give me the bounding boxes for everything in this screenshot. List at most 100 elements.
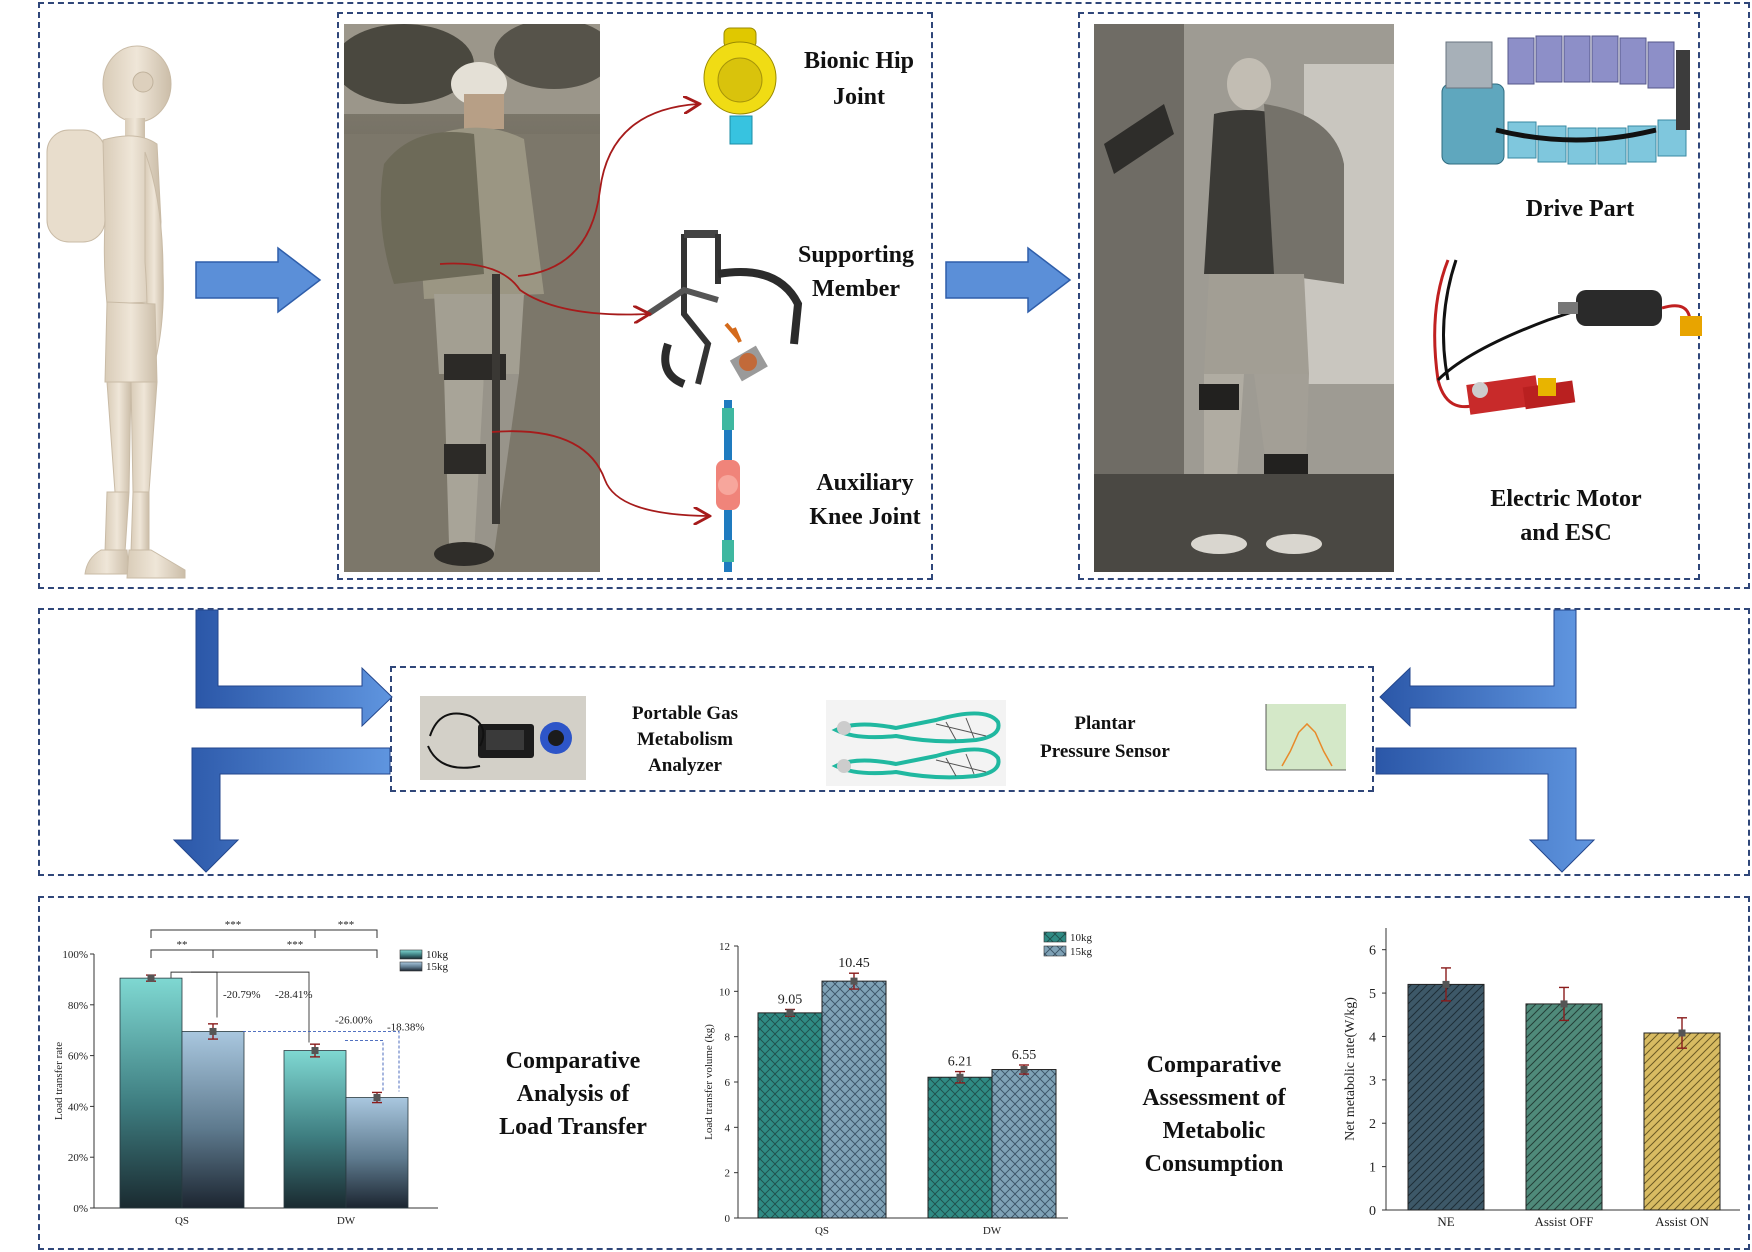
legend-swatch [399,961,423,972]
reduction-label: -20.79% [223,989,261,1001]
bionic-hip-label: Bionic Hip Joint [803,48,915,110]
y-tick-label: 5 [1369,987,1376,1002]
y-tick-label: 0 [725,1213,731,1225]
y-tick-label: 0 [1369,1204,1376,1219]
electric-motor-esc-model [1433,259,1702,415]
legend-swatch [399,949,423,960]
error-bar [955,1070,965,1084]
bar [1643,1032,1721,1211]
y-tick-label: 1 [1369,1161,1376,1176]
reduction-label: -28.41% [275,989,313,1001]
y-tick-label: 4 [725,1122,731,1134]
x-tick-label: Assist ON [1655,1214,1709,1229]
bar [991,1069,1057,1219]
error-bar [310,1043,320,1058]
y-tick-label: 60% [68,1051,88,1063]
outdoor-walking-photo [344,24,600,572]
y-tick-label: 10 [719,986,731,998]
error-bar [849,972,859,990]
significance-bracket: *** [314,919,378,938]
data-label: 9.05 [778,992,803,1007]
x-tick-label: QS [815,1225,829,1237]
sensor-frame [390,666,1374,792]
bionic-hip-joint-model [703,27,777,145]
plantar-sensor-label: Plantar Pressure Sensor [1040,713,1170,762]
significance-bracket: *** [212,939,378,958]
bar [821,980,887,1219]
gas-analyzer-photo [420,696,586,780]
svg-text:**: ** [177,939,188,951]
x-tick-label: DW [983,1225,1002,1237]
pressure-curve-thumbnail [1258,704,1350,776]
data-label: 10.45 [838,956,870,971]
bar [181,1031,245,1209]
legend-label: 15kg [426,961,449,973]
y-axis-label: Net metabolic rate(W/kg) [1343,997,1358,1141]
legend-label: 10kg [426,949,449,961]
legend-swatch [1043,945,1067,957]
supporting-member-label: Supporting Member [797,242,915,302]
bar [927,1076,993,1219]
error-bar [146,974,156,982]
significance-bracket: ** [150,939,214,958]
y-tick-label: 12 [719,941,730,953]
y-axis-label: Load transfer rate [53,1042,65,1120]
y-tick-label: 40% [68,1101,88,1113]
auxiliary-knee-label: Auxiliary Knee Joint [809,470,921,530]
y-tick-label: 80% [68,1000,88,1012]
x-tick-label: NE [1437,1214,1454,1229]
bar [1407,983,1485,1211]
significance-bracket: *** [150,919,316,938]
bar [1525,1003,1603,1211]
middle-frame [38,608,1750,876]
drive-part-label: Drive Part [1525,196,1635,222]
svg-text:***: *** [287,939,304,951]
data-label: 6.55 [1012,1048,1037,1063]
y-tick-label: 0% [73,1203,88,1215]
svg-text:***: *** [225,919,242,931]
svg-text:***: *** [338,919,355,931]
electric-motor-label: Electric Motor and ESC [1490,486,1642,546]
auxiliary-knee-joint-model [716,400,740,572]
treadmill-test-photo [1094,24,1394,572]
error-bar [1559,986,1569,1022]
supporting-member-model [646,230,803,388]
top-frame [38,2,1750,589]
metabolic-label: Comparative Assessment of Metabolic Cons… [1142,1052,1286,1177]
y-tick-label: 6 [1369,944,1376,959]
x-tick-label: QS [175,1215,189,1227]
x-tick-label: Assist OFF [1535,1214,1594,1229]
load-transfer-label: Comparative Analysis of Load Transfer [499,1048,647,1140]
reduction-annotations: -20.79%-28.41%-26.00%-18.38% [170,971,425,1092]
y-tick-label: 6 [725,1077,731,1089]
error-bar [372,1091,382,1104]
bar [345,1097,409,1209]
y-tick-label: 8 [725,1032,731,1044]
human-model-figure [46,45,186,579]
x-tick-label: DW [337,1215,356,1227]
plantar-insole-sensor [826,700,1006,786]
y-tick-label: 20% [68,1152,88,1164]
drive-frame [1078,12,1700,580]
error-bar [208,1023,218,1040]
y-axis-label: Load transfer volume (kg) [703,1024,715,1140]
legend-swatch [1043,931,1067,943]
hip-design-frame [337,12,933,580]
y-tick-label: 100% [62,949,88,961]
bar [119,977,183,1209]
legend-label: 10kg [1070,932,1093,944]
arrow-right-1 [195,246,322,314]
bottom-frame [38,896,1750,1250]
legend-label: 15kg [1070,946,1093,958]
error-bar [1441,967,1451,1002]
y-tick-label: 2 [1369,1117,1376,1132]
error-bar [785,1008,795,1017]
error-bar [1677,1017,1687,1049]
gas-analyzer-label: Portable Gas Metabolism Analyzer [631,703,739,776]
reduction-label: -18.38% [387,1022,425,1034]
